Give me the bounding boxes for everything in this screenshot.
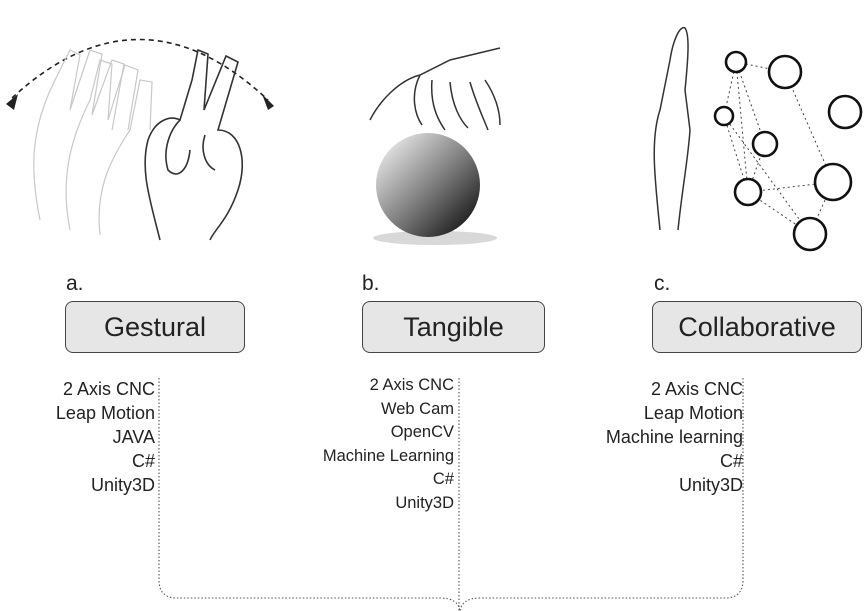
bracket-gestural [159,378,460,611]
bracket-collaborative [460,378,743,611]
